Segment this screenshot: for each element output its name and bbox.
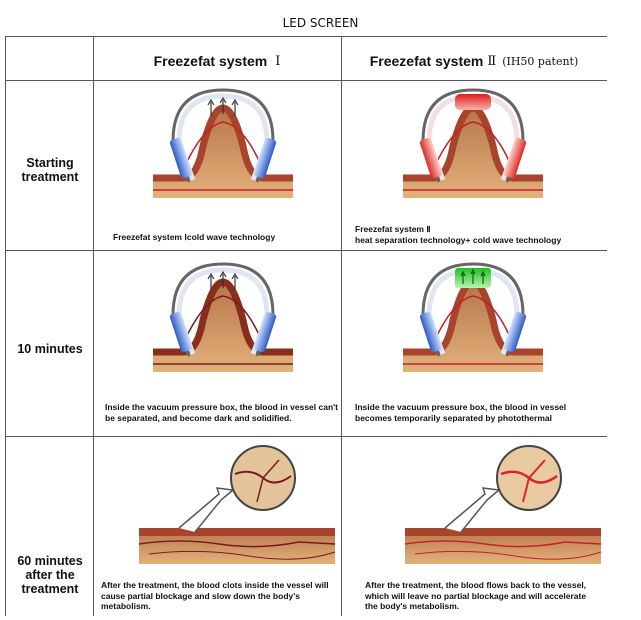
caption-r1c1: Freezefat system Ⅰcold wave technology [113,232,333,243]
table-row-divider [5,436,607,437]
table-col-divider [93,36,94,616]
column-subtitle: (IH50 patent) [502,55,578,68]
applicator-cold-illustration-10min [153,260,293,390]
comparison-table: Freezefat system Ⅰ Freezefat system Ⅱ (I… [5,36,607,616]
applicator-heat-cold-illustration-start [403,86,543,216]
column-numeral: Ⅱ [487,54,496,69]
caption-r2c1: Inside the vacuum pressure box, the bloo… [105,402,339,423]
column-header-system-1: Freezefat system Ⅰ [93,46,341,76]
caption-r2c2: Inside the vacuum pressure box, the bloo… [355,402,603,423]
applicator-photothermal-illustration-10min [403,260,543,390]
caption-r1c2-line2: heat separation technology+ cold wave te… [355,235,605,246]
caption-r3c2: After the treatment, the blood flows bac… [365,580,593,612]
tissue-illustration-60min-system-2 [405,444,605,580]
table-col-divider [341,36,342,616]
led-screen-label: LED SCREEN [0,16,641,30]
row-label-starting-treatment: Starting treatment [7,156,93,184]
table-row-divider [5,80,607,81]
table-row-divider [5,250,607,251]
table-border-top [5,36,607,37]
tissue-illustration-60min-system-1 [139,444,339,580]
column-title: Freezefat system [370,53,484,69]
row-label-60-minutes: 60 minutes after the treatment [7,554,93,596]
table-border-left [5,36,6,616]
row-label-10-minutes: 10 minutes [7,342,93,356]
caption-r3c1: After the treatment, the blood clots ins… [101,580,337,612]
column-header-system-2: Freezefat system Ⅱ (IH50 patent) [341,46,607,76]
applicator-cold-illustration-start [153,86,293,216]
column-title: Freezefat system [154,53,268,69]
caption-r1c2: Freezefat system Ⅱ heat separation techn… [355,224,605,245]
caption-r1c2-line1: Freezefat system Ⅱ [355,224,605,235]
column-numeral: Ⅰ [275,54,280,69]
